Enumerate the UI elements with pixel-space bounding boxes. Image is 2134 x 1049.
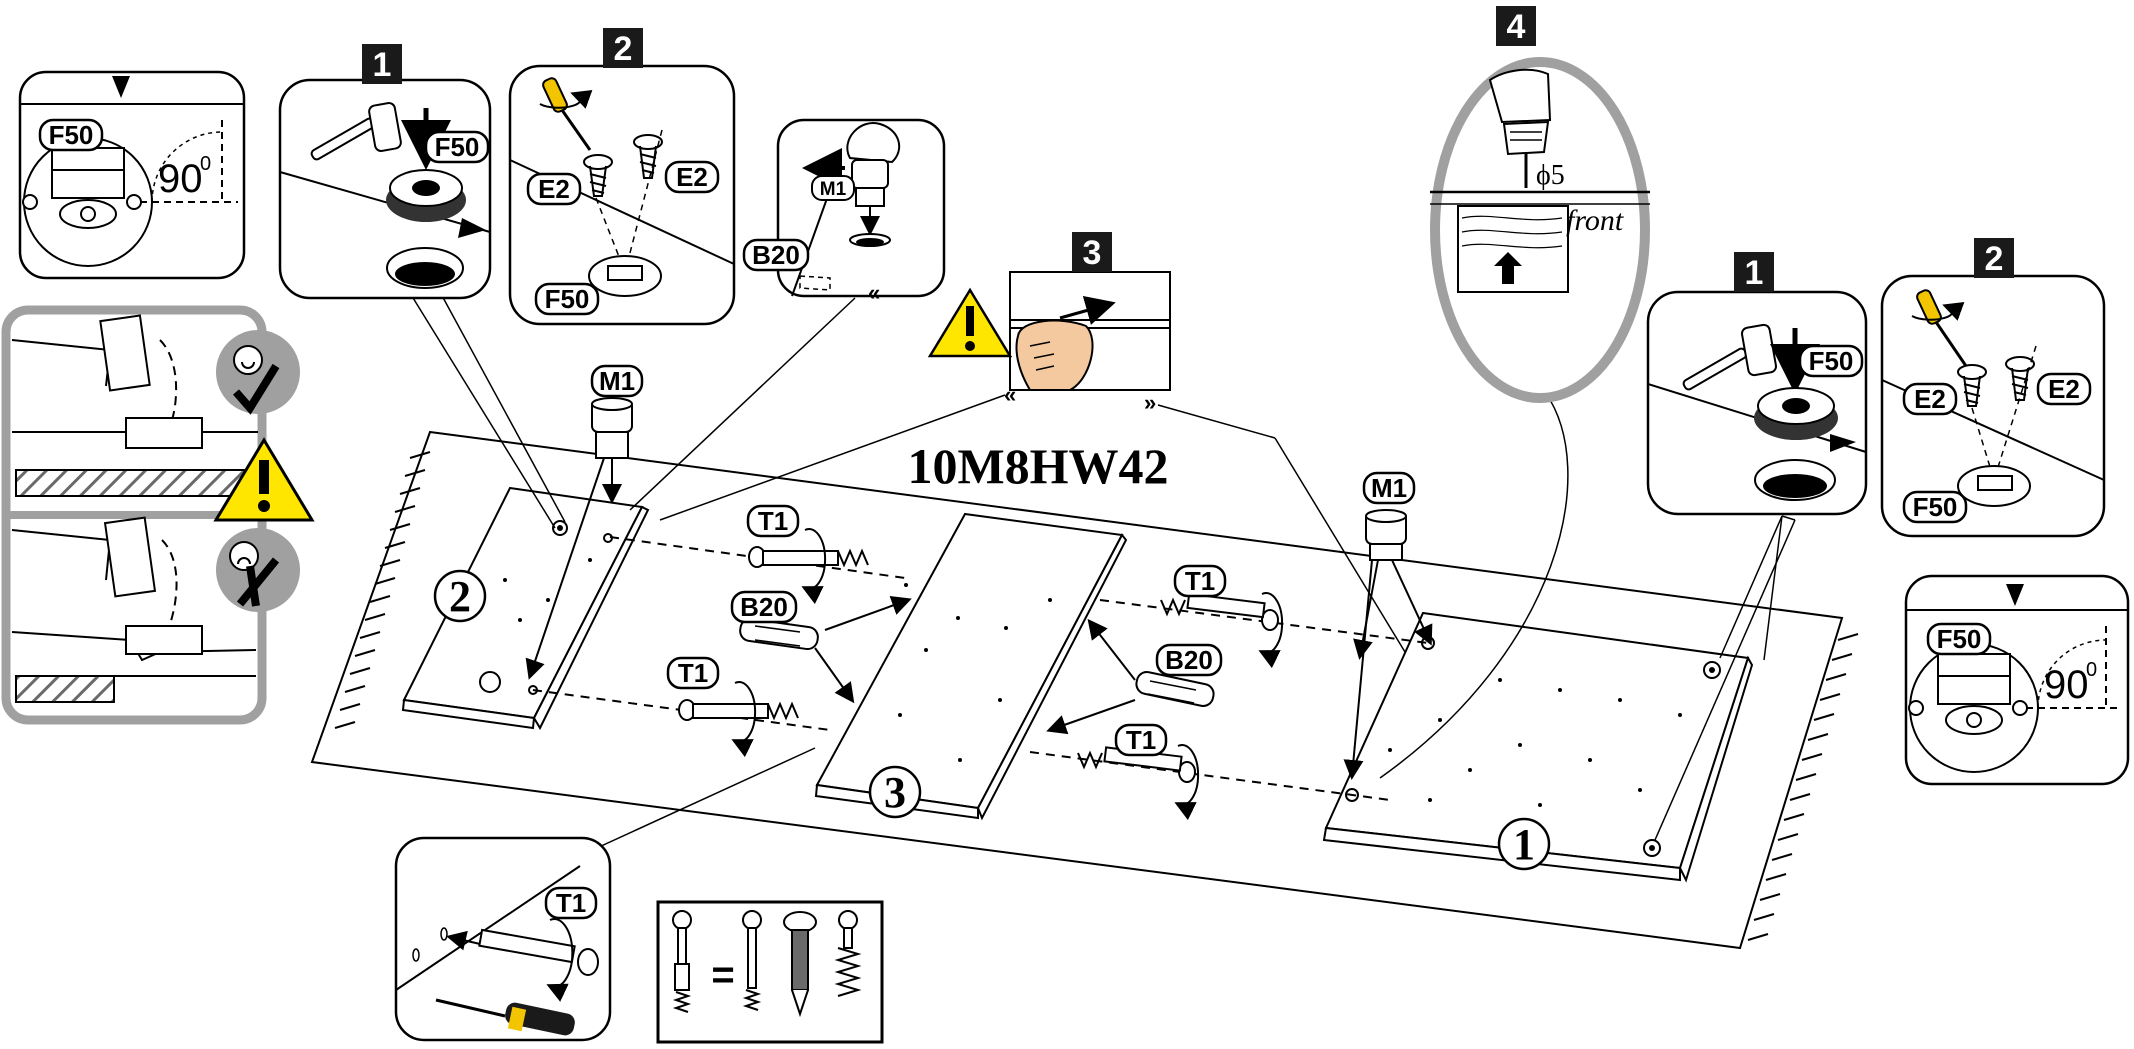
bolt-icon <box>742 910 762 1011</box>
part-number-1: 1 <box>1513 820 1535 869</box>
t1-screw-lower-left: T1 <box>666 656 799 758</box>
f50-label: F50 <box>1937 624 1982 654</box>
panel-3: 3 <box>814 512 1128 821</box>
t1-screw-upper-right: T1 <box>1160 564 1284 669</box>
cam-lock-housing <box>386 169 466 222</box>
warning-icon <box>213 437 315 522</box>
screw-e2-left <box>583 154 613 197</box>
t1-label: T1 <box>758 506 788 536</box>
step-number-4: 4 <box>1507 8 1526 46</box>
f50-label: F50 <box>545 284 590 314</box>
b20-label: B20 <box>752 240 800 270</box>
t1-label: T1 <box>1126 725 1156 755</box>
svg-text:«: « <box>868 280 880 305</box>
m1-cam-right: M1 <box>1343 471 1433 780</box>
angle-value: 90 <box>2044 663 2089 707</box>
panel-2: 2 <box>401 486 650 731</box>
t1-screw-icon <box>672 910 692 1013</box>
phi5-label: ϕ5 <box>1536 160 1565 191</box>
step-2-callout-right: E2 E2 F50 2 <box>1880 238 2106 538</box>
step-number-1: 1 <box>373 46 392 84</box>
part-number-2: 2 <box>449 572 471 621</box>
t1-screw-lower-right: T1 <box>1077 723 1200 821</box>
e2-label: E2 <box>676 162 708 192</box>
t1-label: T1 <box>678 658 708 688</box>
t1-tighten-callout: T1 <box>394 836 612 1042</box>
hand-icon <box>1015 319 1094 391</box>
m1-cam-left: M1 <box>525 364 644 680</box>
hammer-icon <box>310 102 402 161</box>
screw-e2-right <box>633 134 663 179</box>
b20-label: B20 <box>740 592 788 622</box>
warning-icon <box>927 287 1013 358</box>
f50-alignment-callout-right: 90 0 F50 <box>1904 574 2130 786</box>
screwdriver-icon <box>1916 289 1968 367</box>
m1-label: M1 <box>820 179 847 200</box>
step-1-callout-left: F50 1 <box>278 44 492 300</box>
t1-label: T1 <box>1185 566 1215 596</box>
f50-label: F50 <box>1913 492 1958 522</box>
screwdriver-icon <box>542 77 592 151</box>
hardware-equivalence-box: = <box>656 900 884 1044</box>
drill-icon <box>1488 68 1552 188</box>
sad-wrong-icon <box>229 541 259 571</box>
panel-1: 1 <box>1322 611 1754 883</box>
step-2-callout-left: E2 E2 F50 2 <box>508 28 736 326</box>
e2-label: E2 <box>1914 384 1946 414</box>
e2-label: E2 <box>538 174 570 204</box>
finger-icon <box>846 122 901 164</box>
model-code: 10M8HW42 <box>907 438 1168 494</box>
front-label: front <box>1566 204 1624 237</box>
step-number-3: 3 <box>1083 234 1102 272</box>
m1-label: M1 <box>1371 473 1407 503</box>
t1-screw-upper-left: T1 <box>746 504 869 605</box>
angle-degree: 0 <box>200 153 211 175</box>
m1-insert-callout: M1 B20 « <box>742 118 946 305</box>
angle-value: 90 <box>158 157 203 201</box>
f50-label: F50 <box>1809 346 1854 376</box>
equals-sign: = <box>711 953 734 997</box>
cam-bolt-icon <box>783 911 817 1018</box>
dowel-screw-icon <box>834 910 862 997</box>
part-number-3: 3 <box>884 768 906 817</box>
callout-leader-lines <box>409 291 1796 859</box>
step-3-callout: « » 3 <box>927 232 1171 415</box>
t1-label: T1 <box>556 888 586 918</box>
fringe-right <box>1747 633 1859 941</box>
step-number-2: 2 <box>614 30 633 68</box>
step-number-2: 2 <box>1985 240 2004 278</box>
svg-text:«: « <box>1004 382 1016 407</box>
svg-text:»: » <box>1144 390 1156 415</box>
screwdriver-icon <box>435 998 575 1036</box>
b20-dowel-left: B20 <box>730 590 912 704</box>
m1-label: M1 <box>599 366 635 396</box>
step-4-callout: ϕ5 front 4 <box>1430 6 1650 403</box>
f50-label: F50 <box>435 132 480 162</box>
b20-dowel-right: B20 <box>1046 618 1223 735</box>
f50-alignment-callout-left: 90 0 F50 <box>18 70 246 280</box>
b20-label: B20 <box>1165 645 1213 675</box>
step-number-1: 1 <box>1745 254 1764 292</box>
correct-vs-wrong-panel <box>1 305 315 725</box>
e2-label: E2 <box>2048 374 2080 404</box>
smiley-ok-icon <box>233 345 263 375</box>
step-1-callout-right: F50 1 <box>1646 252 1868 516</box>
fringe-left <box>334 451 431 729</box>
f50-label: F50 <box>49 120 94 150</box>
angle-degree: 0 <box>2086 659 2097 681</box>
